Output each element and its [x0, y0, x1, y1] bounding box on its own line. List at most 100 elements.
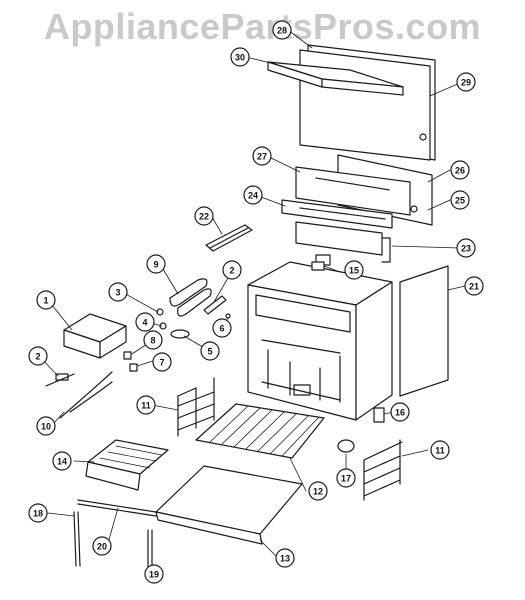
callout-circle: [390, 402, 410, 422]
callout-c13: 13: [275, 548, 295, 568]
callout-circle: [92, 536, 112, 556]
callout-number: 7: [159, 358, 164, 368]
callout-circle: [450, 190, 470, 210]
callout-circle: [308, 481, 328, 501]
callout-number: 20: [97, 542, 107, 552]
callout-number: 19: [149, 570, 159, 580]
callout-number: 1: [43, 296, 48, 306]
hardware-15-16-17: [311, 261, 385, 453]
callout-circle: [52, 451, 72, 471]
callout-circle: [200, 341, 220, 361]
callout-c11a: 11: [136, 395, 156, 415]
part-22-trim: [205, 224, 253, 252]
callout-number: 11: [141, 401, 151, 411]
part-14-broiler-pan: [85, 439, 169, 491]
callout-c19: 19: [144, 564, 164, 584]
callout-circle: [152, 352, 172, 372]
callout-number: 25: [455, 196, 465, 206]
part-12-oven-rack: [195, 403, 325, 459]
callout-c9: 9: [146, 254, 166, 274]
callout-c11b: 11: [430, 440, 450, 460]
callout-circle: [230, 47, 250, 67]
callout-number: 3: [115, 288, 120, 298]
callout-c1: 1: [36, 290, 56, 310]
callout-c24: 24: [243, 185, 263, 205]
callout-number: 21: [469, 282, 479, 292]
callout-c21: 21: [464, 276, 484, 296]
callout-number: 16: [395, 408, 405, 418]
callout-c2a: 2: [222, 260, 242, 280]
callout-c23: 23: [456, 238, 476, 258]
callout-circle: [275, 548, 295, 568]
callout-circle: [464, 276, 484, 296]
small-components: [123, 308, 231, 372]
callout-c6: 6: [212, 318, 232, 338]
callout-circle: [243, 185, 263, 205]
callout-circle: [456, 238, 476, 258]
callout-circle: [135, 312, 155, 332]
callout-circle: [212, 318, 232, 338]
callout-number: 28: [277, 26, 287, 36]
callout-circle: [272, 20, 292, 40]
callout-number: 15: [349, 266, 359, 276]
callout-number: 18: [33, 509, 43, 519]
callout-circle: [450, 160, 470, 180]
callout-circle: [430, 440, 450, 460]
callout-c22: 22: [194, 206, 214, 226]
part-2-igniter: [203, 295, 227, 315]
callout-c12: 12: [308, 481, 328, 501]
callout-c3: 3: [108, 282, 128, 302]
callout-c29: 29: [456, 72, 476, 92]
callout-c16: 16: [390, 402, 410, 422]
callout-circle: [108, 282, 128, 302]
callout-circle: [252, 146, 272, 166]
callout-circle: [456, 72, 476, 92]
callout-circle: [344, 260, 364, 280]
callout-c17: 17: [336, 468, 356, 488]
callout-number: 24: [248, 191, 258, 201]
callout-number: 6: [219, 324, 224, 334]
callout-number: 26: [455, 166, 465, 176]
callout-c25: 25: [450, 190, 470, 210]
callout-circle: [144, 564, 164, 584]
part-2-wire-lead: [45, 373, 75, 387]
part-23-bracket: [295, 221, 391, 263]
callout-c10: 10: [36, 416, 56, 436]
part-21-side-panel: [399, 265, 449, 397]
callout-circle: [28, 346, 48, 366]
part-13-storage-drawer: [155, 465, 303, 545]
callout-circle: [36, 416, 56, 436]
part-24-vent-trim: [281, 199, 393, 229]
callout-number: 2: [35, 352, 40, 362]
callout-number: 11: [435, 446, 445, 456]
part-29-back-panel: [299, 44, 436, 161]
callout-c2b: 2: [28, 346, 48, 366]
callout-c4: 4: [135, 312, 155, 332]
callout-number: 30: [235, 53, 245, 63]
part-27-control-panel: [295, 166, 411, 216]
callout-circle: [36, 290, 56, 310]
callout-circle: [136, 395, 156, 415]
callout-c28: 28: [272, 20, 292, 40]
callout-number: 27: [257, 152, 267, 162]
parts-18-19-20-trim: [73, 499, 157, 575]
callout-number: 14: [57, 457, 67, 467]
callout-number: 22: [199, 212, 209, 222]
callout-circle: [194, 206, 214, 226]
callout-number: 8: [150, 336, 155, 346]
callout-c27: 27: [252, 146, 272, 166]
callout-c18: 18: [28, 503, 48, 523]
callout-circle: [28, 503, 48, 523]
part-11-rack-support-right: [363, 439, 403, 501]
part-1-control-box: [63, 313, 127, 359]
part-11-rack-support-left: [177, 377, 215, 437]
callout-c20: 20: [92, 536, 112, 556]
callout-number: 9: [153, 260, 158, 270]
callout-c15: 15: [344, 260, 364, 280]
watermark: AppliancePartsPros.com: [43, 6, 482, 47]
callout-c5: 5: [200, 341, 220, 361]
callout-circle: [146, 254, 166, 274]
callout-c26: 26: [450, 160, 470, 180]
